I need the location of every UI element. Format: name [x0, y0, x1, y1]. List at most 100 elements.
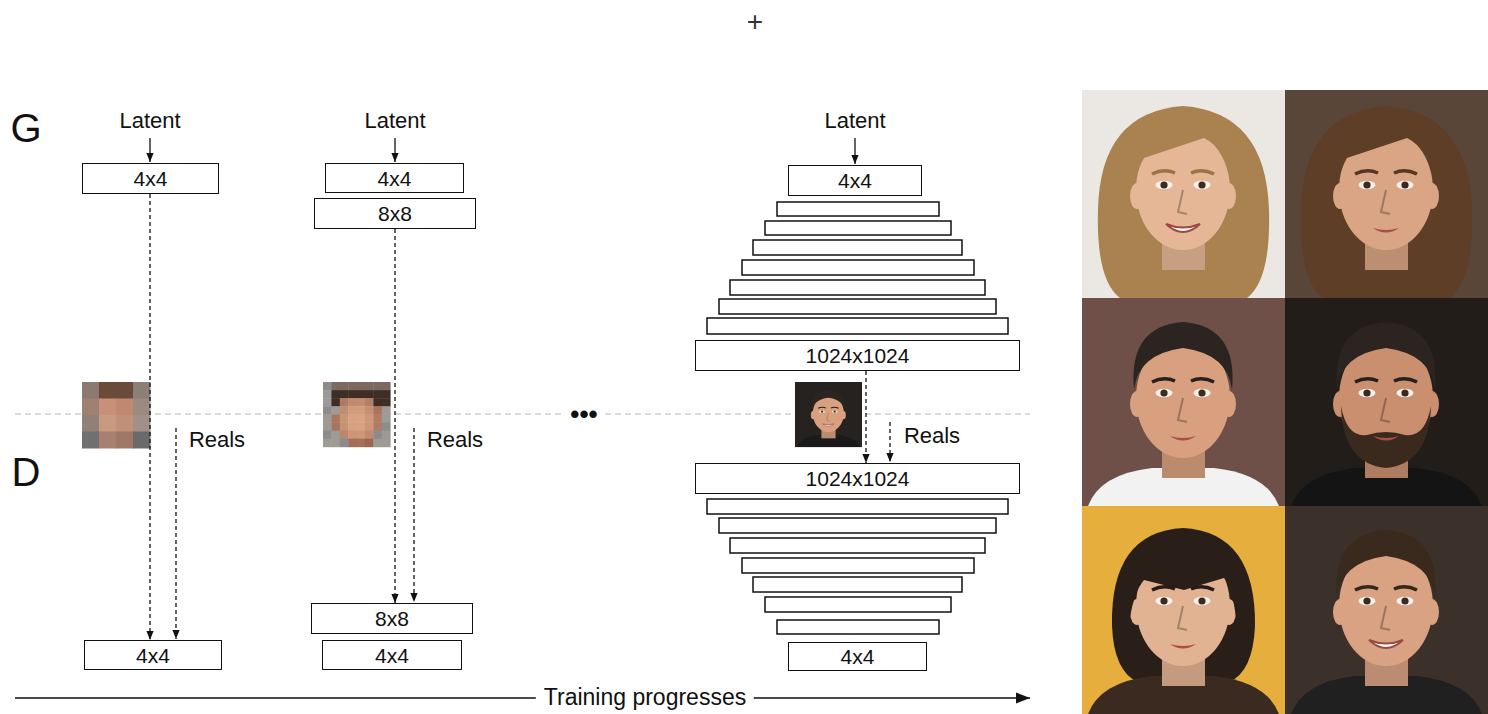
pixel — [348, 423, 357, 432]
pixel — [382, 390, 391, 399]
face-shape — [1397, 389, 1414, 397]
face-shape — [1160, 389, 1167, 396]
pixel — [82, 382, 100, 399]
block-label: 1024x1024 — [806, 345, 910, 366]
face-shape — [1369, 640, 1403, 648]
pixel — [348, 382, 357, 391]
latent-arrow — [394, 138, 395, 162]
reals-label: Reals — [904, 424, 960, 448]
face-shape — [1198, 181, 1205, 188]
face-shape — [1394, 171, 1417, 174]
plus-sign: + — [747, 7, 763, 38]
pixel — [365, 423, 374, 432]
generator-label: G — [10, 106, 41, 150]
face-shape — [1397, 181, 1414, 189]
pixel — [99, 415, 117, 432]
face-shape — [1359, 389, 1376, 397]
pixel — [382, 431, 391, 440]
pixel — [323, 406, 332, 415]
pixel — [357, 431, 366, 440]
pixel — [82, 399, 100, 416]
timeline-label: Training progresses — [536, 685, 754, 710]
pixel — [357, 439, 366, 448]
layer-bar — [753, 577, 962, 592]
face-shape — [1381, 190, 1390, 214]
face-shape — [1373, 228, 1399, 233]
face-shape — [1133, 322, 1232, 390]
face-shape — [1381, 606, 1390, 630]
real-face-thumbnail — [795, 382, 862, 447]
pixel — [331, 423, 340, 432]
face-shape — [812, 390, 845, 411]
pixel — [382, 423, 391, 432]
pixel — [340, 414, 349, 423]
pixel — [357, 406, 366, 415]
layer-bar — [707, 499, 1008, 514]
pixel — [331, 398, 340, 407]
pixel — [99, 432, 117, 449]
face-shape — [1285, 298, 1488, 506]
pixel — [323, 431, 332, 440]
pixel — [82, 432, 100, 449]
face-shape — [1194, 597, 1211, 605]
latent-label: Latent — [364, 109, 425, 133]
layer-bar — [765, 597, 951, 612]
pixel — [82, 415, 100, 432]
dashed-flow-arrow — [149, 194, 150, 640]
pixel — [365, 406, 374, 415]
face-shape — [1170, 436, 1196, 441]
pixel — [382, 414, 391, 423]
timeline-arrow — [15, 697, 1030, 699]
pixel — [382, 439, 391, 448]
face-shape — [1401, 597, 1408, 604]
pixel — [323, 382, 332, 391]
pixel — [382, 398, 391, 407]
pixel — [340, 406, 349, 415]
pixel — [323, 398, 332, 407]
face-shape — [1156, 181, 1173, 189]
block-label: 4x4 — [375, 645, 409, 666]
reals-arrow — [413, 428, 414, 602]
pixel — [340, 423, 349, 432]
face-shape — [1285, 90, 1488, 298]
pixel — [331, 390, 340, 399]
face-shape — [1341, 406, 1431, 468]
face-shape — [1129, 530, 1237, 618]
reals-arrow — [175, 428, 176, 639]
pixel — [365, 439, 374, 448]
discriminator-block: 8x8 — [311, 603, 473, 634]
reals-label: Reals — [189, 428, 245, 452]
pixel — [348, 414, 357, 423]
layer-bar — [707, 318, 1008, 334]
pixel — [357, 414, 366, 423]
pixel — [133, 399, 151, 416]
face-shape — [1082, 298, 1285, 506]
face-shape — [1194, 389, 1211, 397]
pixel — [373, 406, 382, 415]
pixel — [340, 398, 349, 407]
discriminator-block: 4x4 — [322, 640, 462, 670]
face-shape — [1355, 379, 1378, 382]
face-shape — [1363, 181, 1370, 188]
pixel — [331, 414, 340, 423]
pixel — [382, 406, 391, 415]
pixel — [340, 382, 349, 391]
face-shape — [1191, 171, 1214, 174]
face-image — [1082, 506, 1285, 714]
pixel — [133, 382, 151, 399]
face-shape — [1178, 398, 1187, 422]
pixel — [348, 390, 357, 399]
face-shape — [821, 411, 823, 413]
block-label: 4x4 — [134, 168, 168, 189]
pixel — [331, 431, 340, 440]
face-shape — [1198, 597, 1205, 604]
pixel — [373, 423, 382, 432]
pixel — [340, 431, 349, 440]
divider-line — [15, 413, 1030, 414]
face-shape — [1152, 587, 1175, 590]
face-image — [1285, 506, 1488, 714]
layer-bar — [777, 202, 939, 216]
reals-label: Reals — [427, 428, 483, 452]
pixel — [373, 382, 382, 391]
dashed-flow-arrow — [394, 229, 395, 603]
